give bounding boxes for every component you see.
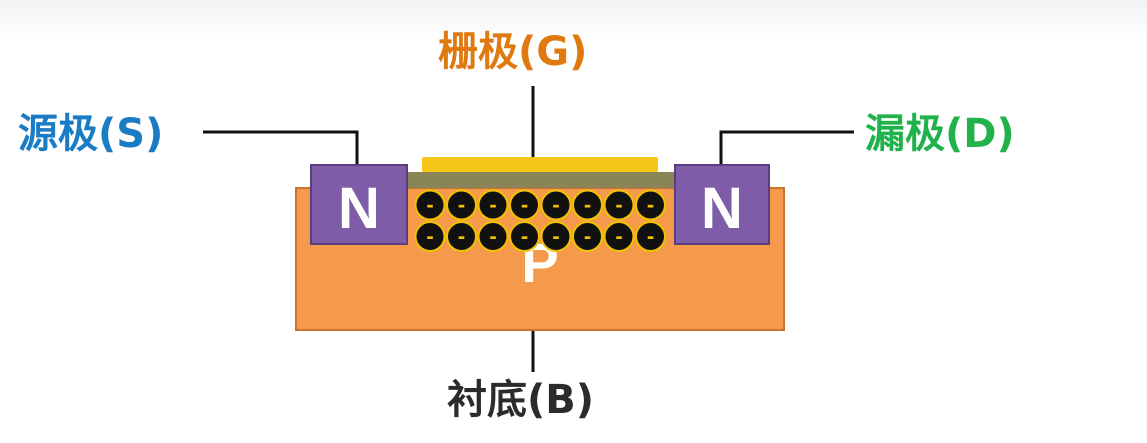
electron-sign: - bbox=[489, 224, 496, 249]
gate-label: 栅极(G) bbox=[438, 29, 588, 75]
electron-sign: - bbox=[584, 192, 591, 217]
electron bbox=[446, 189, 477, 221]
electron bbox=[477, 189, 509, 221]
electron-sign: - bbox=[552, 192, 559, 217]
electron bbox=[572, 189, 603, 221]
gate-electrode bbox=[422, 157, 658, 172]
drain-n-region bbox=[674, 164, 770, 245]
electron-sign: - bbox=[426, 192, 433, 217]
electron-sign: - bbox=[489, 192, 496, 217]
electron bbox=[414, 189, 446, 221]
electron bbox=[414, 221, 446, 252]
electron bbox=[477, 221, 509, 252]
electron bbox=[446, 221, 477, 252]
electron-sign: - bbox=[647, 192, 654, 217]
drain-wire bbox=[719, 130, 854, 165]
drain-label: 漏极(D) bbox=[865, 111, 1015, 157]
electron-sign: - bbox=[458, 192, 465, 217]
source-wire bbox=[203, 130, 359, 165]
electron-sign: - bbox=[584, 224, 591, 249]
electron bbox=[540, 221, 572, 252]
electron bbox=[509, 189, 540, 221]
electron-sign: - bbox=[426, 224, 433, 249]
gate-oxide bbox=[407, 172, 675, 188]
source-n-region bbox=[310, 164, 408, 245]
electron bbox=[635, 189, 666, 221]
electron-sign: - bbox=[458, 224, 465, 249]
bulk-label: 衬底(B) bbox=[447, 377, 595, 423]
drain-n-label: N bbox=[701, 176, 743, 241]
electron bbox=[509, 221, 540, 252]
electron-sign: - bbox=[521, 192, 528, 217]
electron bbox=[603, 221, 635, 252]
electron bbox=[572, 221, 603, 252]
electron bbox=[603, 189, 635, 221]
electron-sign: - bbox=[647, 224, 654, 249]
electron-channel: ---------------- bbox=[414, 189, 666, 252]
electron-sign: - bbox=[615, 224, 622, 249]
electron-sign: - bbox=[552, 224, 559, 249]
source-n-label: N bbox=[338, 176, 380, 241]
electron-sign: - bbox=[615, 192, 622, 217]
source-label: 源极(S) bbox=[18, 111, 164, 157]
electron bbox=[635, 221, 666, 252]
electron-sign: - bbox=[521, 224, 528, 249]
electron bbox=[540, 189, 572, 221]
